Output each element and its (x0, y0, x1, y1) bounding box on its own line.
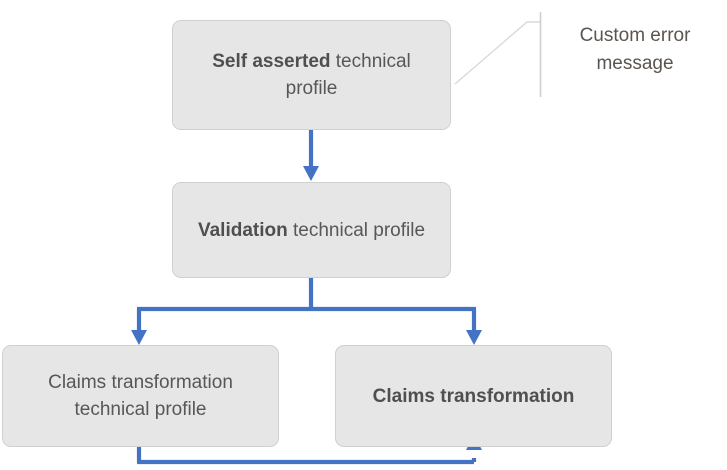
callout-custom-error-message: Custom error message (553, 22, 717, 78)
node-validation-label: Validation technical profile (187, 217, 436, 244)
node-validation-technical-profile[interactable]: Validation technical profile (172, 182, 451, 278)
arrow-validation-fork (131, 278, 482, 345)
node-claims-transformation[interactable]: Claims transformation (335, 345, 612, 447)
callout-leader-line (454, 12, 542, 97)
arrow-self-asserted-to-validation (303, 130, 319, 181)
node-self-asserted-emphasis: Self asserted (212, 51, 331, 72)
node-claims-transformation-technical-profile[interactable]: Claims transformation technical profile (2, 345, 279, 447)
node-self-asserted-technical-profile[interactable]: Self asserted technical profile (172, 20, 451, 130)
callout-line-2: message (596, 53, 674, 74)
node-validation-plain: technical profile (287, 219, 426, 241)
node-claims-transformation-label: Claims transformation (372, 385, 575, 407)
node-self-asserted-plain: technical profile (285, 51, 411, 99)
node-claims-transformation-tp-label: Claims transformation technical profile (48, 372, 233, 420)
node-validation-emphasis: Validation (197, 219, 288, 241)
callout-line-1: Custom error (579, 25, 691, 46)
node-self-asserted-label: Self asserted technical profile (187, 48, 436, 102)
